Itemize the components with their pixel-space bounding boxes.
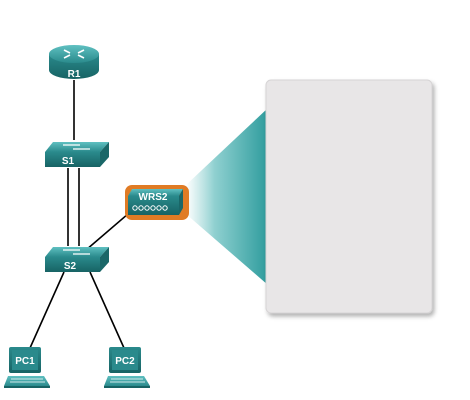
switch-icon — [45, 142, 109, 167]
pc-icon — [4, 347, 50, 388]
switch-icon — [45, 247, 109, 272]
switch-label: S1 — [62, 156, 75, 167]
pc-label: PC1 — [15, 356, 35, 367]
link-s2-pc2 — [89, 271, 125, 349]
router-icon — [49, 45, 99, 79]
switch-s2[interactable]: S2 — [45, 247, 109, 272]
switch-s1[interactable]: S1 — [45, 142, 109, 167]
wireless-router-icon — [125, 185, 189, 220]
router-r1[interactable]: R1 — [49, 45, 99, 80]
wireless-router-label: WRS2 — [139, 192, 168, 203]
callout-beam — [186, 108, 268, 285]
wireless-router-wrs2[interactable]: WRS2 — [125, 185, 189, 220]
router-label: R1 — [68, 69, 81, 80]
link-s2-pc1 — [29, 271, 65, 349]
link-s2-wrs2 — [85, 213, 129, 251]
switch-label: S2 — [64, 261, 77, 272]
pc-pc2[interactable]: PC2 — [104, 347, 150, 388]
callout-panel — [265, 79, 433, 314]
pc-pc1[interactable]: PC1 — [4, 347, 50, 388]
pc-label: PC2 — [115, 356, 135, 367]
pc-icon — [104, 347, 150, 388]
